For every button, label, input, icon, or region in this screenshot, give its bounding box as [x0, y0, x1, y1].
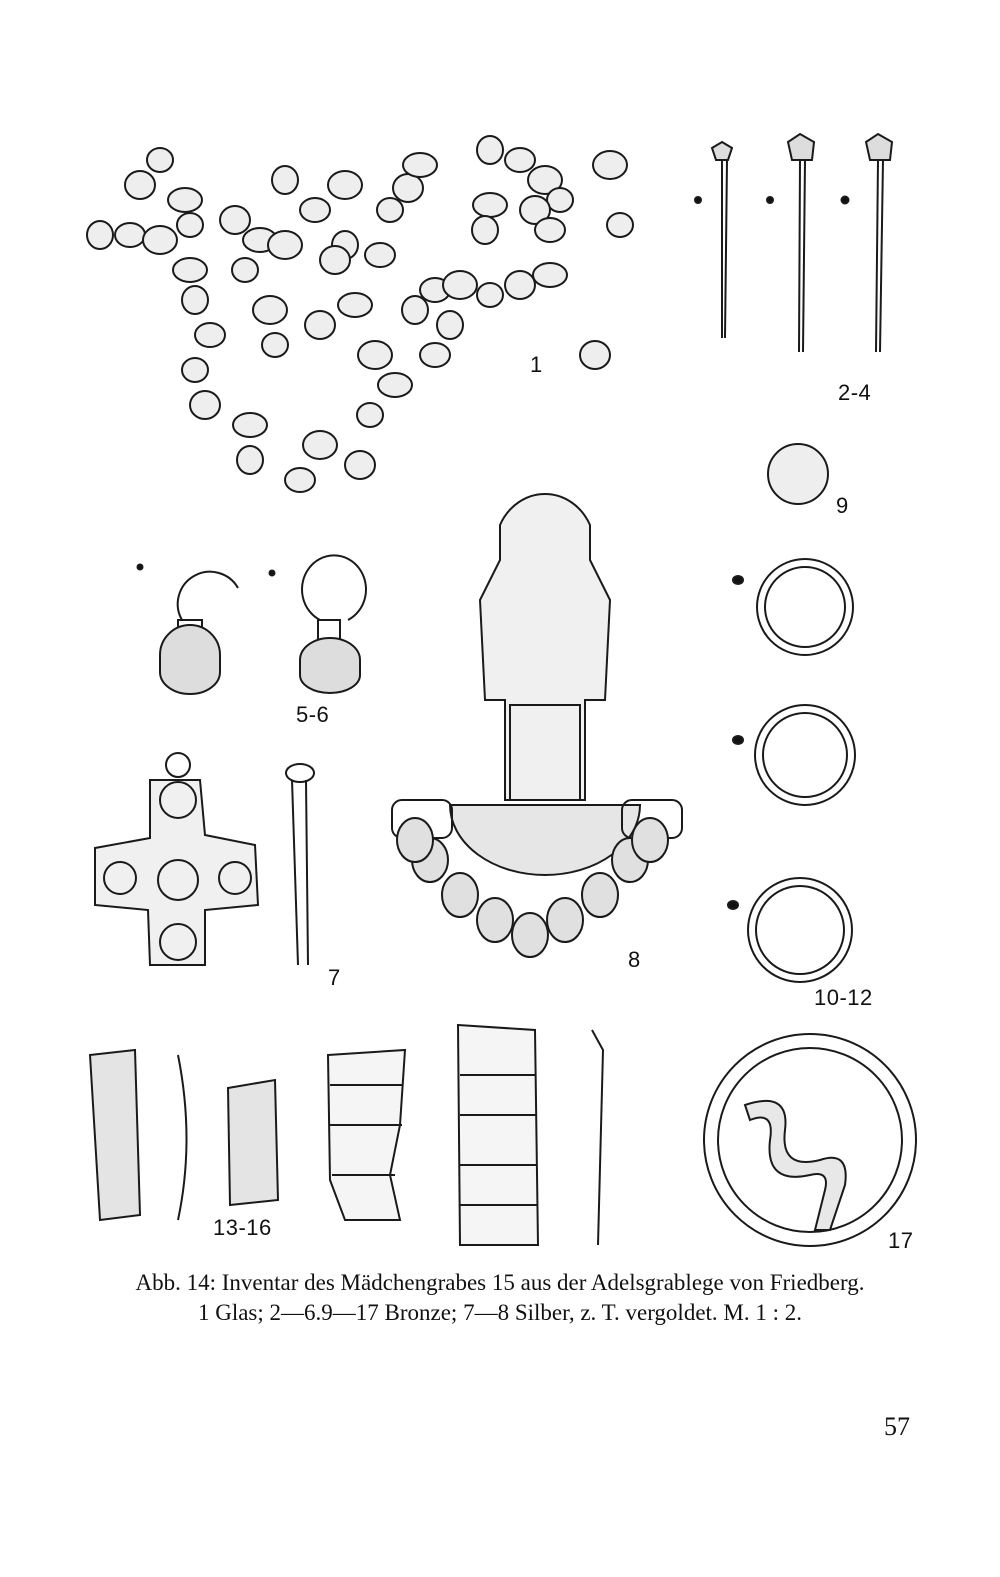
glass-bead	[364, 242, 396, 268]
label-item-8: 8	[628, 947, 641, 972]
glass-bead	[114, 222, 146, 248]
glass-bead	[319, 245, 351, 275]
glass-bead	[419, 342, 451, 368]
glass-bead	[219, 205, 251, 235]
glass-bead	[504, 270, 536, 300]
brooch-knob	[546, 897, 584, 943]
glass-bead	[181, 357, 209, 383]
glass-bead	[252, 295, 288, 325]
glass-bead	[476, 135, 504, 165]
glass-bead	[231, 257, 259, 283]
caption-line-1: Abb. 14: Inventar des Mädchengrabes 15 a…	[135, 1270, 865, 1295]
label-item-1: 1	[530, 352, 543, 377]
glass-bead	[327, 170, 363, 200]
label-item-9: 9	[836, 493, 849, 518]
openwork-disc	[703, 1033, 917, 1247]
glass-bead	[271, 165, 299, 195]
label-item-7: 7	[328, 965, 341, 990]
label-items-2-4: 2-4	[838, 380, 872, 405]
glass-bead	[592, 150, 628, 180]
glass-bead	[124, 170, 156, 200]
belt-fittings	[88, 1023, 605, 1246]
glass-bead	[442, 270, 478, 300]
glass-bead	[299, 197, 331, 223]
caption-line-2: 1 Glas; 2—6.9—17 Bronze; 7—8 Silber, z. …	[197, 1300, 803, 1325]
glass-bead	[236, 445, 264, 475]
glass-bead	[86, 220, 114, 250]
glass-beads	[86, 135, 634, 493]
glass-bead	[606, 212, 634, 238]
brooch-knob	[631, 817, 669, 863]
glass-bead	[337, 292, 373, 318]
glass-bead	[302, 430, 338, 460]
brooch-knob	[581, 872, 619, 918]
glass-bead	[176, 212, 204, 238]
glass-bead	[401, 295, 429, 325]
page-number: 57	[884, 1412, 910, 1441]
bronze-rings	[727, 558, 856, 983]
bow-brooch	[391, 492, 683, 958]
glass-bead	[376, 197, 404, 223]
glass-bead	[519, 195, 551, 225]
glass-bead	[436, 310, 464, 340]
glass-bead	[546, 187, 574, 213]
glass-bead	[232, 412, 268, 438]
brooch-knob	[476, 897, 514, 943]
bronze-pins	[694, 132, 894, 353]
glass-bead	[579, 340, 611, 370]
glass-bead	[504, 147, 536, 173]
glass-bead	[261, 332, 289, 358]
glass-bead	[344, 450, 376, 480]
brooch-knob	[511, 912, 549, 958]
glass-bead	[472, 192, 508, 218]
glass-bead	[527, 165, 563, 195]
glass-bead	[304, 310, 336, 340]
glass-bead	[146, 147, 174, 173]
label-items-10-12: 10-12	[814, 985, 873, 1010]
brooch-knob	[441, 872, 479, 918]
glass-bead	[471, 215, 499, 245]
glass-bead	[402, 152, 438, 178]
cross-pendant	[94, 752, 315, 966]
glass-bead	[267, 230, 303, 260]
glass-bead	[357, 340, 393, 370]
glass-bead	[194, 322, 226, 348]
glass-bead	[377, 372, 413, 398]
glass-bead	[356, 402, 384, 428]
brooch-knob	[396, 817, 434, 863]
glass-bead	[534, 217, 566, 243]
bronze-disc	[767, 443, 829, 505]
glass-bead	[392, 173, 424, 203]
glass-bead	[532, 262, 568, 288]
earrings	[136, 554, 367, 695]
label-item-17: 17	[888, 1228, 914, 1253]
label-items-13-16: 13-16	[213, 1215, 272, 1240]
glass-bead	[476, 282, 504, 308]
glass-bead	[167, 187, 203, 213]
label-items-5-6: 5-6	[296, 702, 330, 727]
glass-bead	[189, 390, 221, 420]
glass-bead	[142, 225, 178, 255]
glass-bead	[181, 285, 209, 315]
glass-bead	[172, 257, 208, 283]
glass-bead	[284, 467, 316, 493]
